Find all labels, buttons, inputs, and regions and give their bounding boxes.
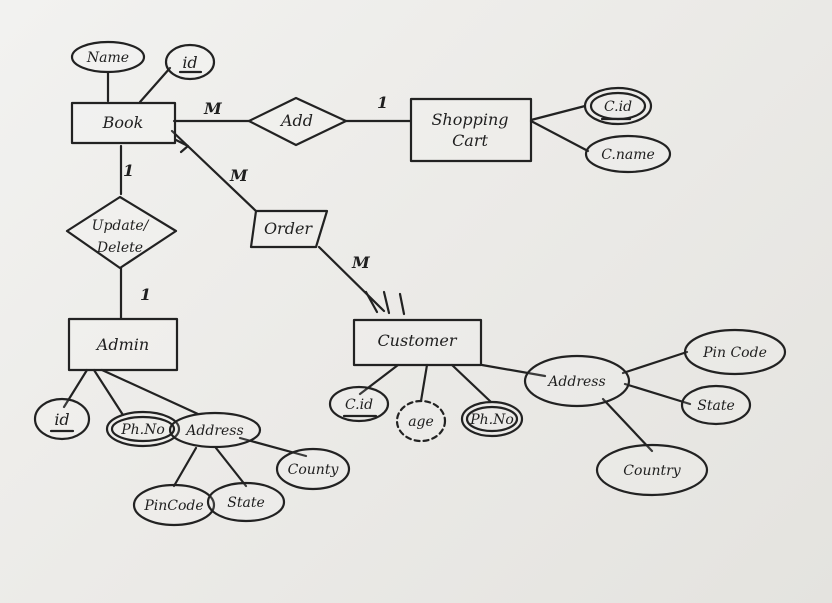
customer-entity[interactable] bbox=[352, 318, 483, 367]
customer-state-label: State bbox=[697, 398, 734, 414]
labels: Book Shopping Cart Admin Customer Add Or… bbox=[54, 50, 767, 514]
customer-pincode-label: Pin Code bbox=[702, 345, 767, 361]
customer-age-label: age bbox=[408, 414, 434, 430]
shopping-cart-label-line2: Cart bbox=[452, 131, 488, 150]
customer-address-attribute[interactable] bbox=[523, 354, 631, 408]
customer-phno-label: Ph.No bbox=[469, 412, 514, 428]
customer-cid-link bbox=[358, 363, 400, 396]
cart-cname-attribute[interactable] bbox=[584, 134, 672, 174]
crowfoot-c bbox=[398, 292, 406, 316]
crowfoot-b bbox=[382, 290, 391, 315]
entities bbox=[67, 97, 533, 372]
admin-state-attribute[interactable] bbox=[206, 481, 286, 523]
admin-county-label: County bbox=[288, 462, 340, 478]
book-order-cardinality: M bbox=[229, 166, 249, 185]
book-label: Book bbox=[102, 113, 144, 132]
customer-age-link bbox=[419, 363, 429, 403]
book-name-label: Name bbox=[86, 50, 129, 66]
cart-cid-link bbox=[529, 104, 587, 122]
admin-pincode-attribute[interactable] bbox=[132, 483, 216, 527]
book-name-attribute[interactable] bbox=[70, 40, 146, 74]
customer-state-link bbox=[623, 382, 692, 406]
admin-state-link bbox=[214, 446, 248, 488]
admin-phno-link bbox=[92, 368, 125, 417]
admin-id-attribute[interactable] bbox=[33, 397, 91, 441]
customer-country-label: Country bbox=[623, 463, 681, 479]
cart-cid-attribute[interactable] bbox=[583, 86, 653, 126]
admin-id-label: id bbox=[54, 410, 69, 429]
customer-country-attribute[interactable] bbox=[595, 443, 709, 497]
shopping-cart-label-line1: Shopping bbox=[431, 110, 508, 129]
book-add-cardinality: M bbox=[203, 99, 223, 118]
relationships bbox=[65, 96, 348, 270]
customer-pincode-link bbox=[621, 350, 689, 375]
admin-state-label: State bbox=[227, 495, 264, 511]
add-relationship[interactable] bbox=[247, 96, 348, 147]
customer-phno-link bbox=[450, 363, 493, 404]
cart-cid-label: C.id bbox=[604, 99, 632, 115]
admin-phno-attribute[interactable] bbox=[105, 410, 181, 448]
book-id-label: id bbox=[182, 53, 197, 72]
cart-cname-link bbox=[529, 119, 590, 153]
cardinality-labels: M 1 1 1 M M bbox=[123, 93, 388, 304]
book-entity[interactable] bbox=[70, 101, 177, 145]
customer-label: Customer bbox=[377, 331, 457, 350]
customer-pincode-attribute[interactable] bbox=[683, 328, 787, 376]
add-label: Add bbox=[279, 111, 313, 130]
customer-cid-label: C.id bbox=[345, 397, 373, 413]
admin-phno-label: Ph.No bbox=[120, 422, 165, 438]
order-customer-cardinality: M bbox=[351, 253, 371, 272]
update-admin-cardinality: 1 bbox=[140, 285, 151, 304]
shopping-cart-entity[interactable] bbox=[409, 97, 533, 163]
relationship-lines bbox=[62, 66, 692, 488]
admin-id-link bbox=[62, 368, 89, 409]
book-update-cardinality: 1 bbox=[123, 161, 134, 180]
update-delete-relationship[interactable] bbox=[65, 195, 178, 270]
add-cart-cardinality: 1 bbox=[377, 93, 388, 112]
book-id-link bbox=[138, 66, 172, 104]
key-markers bbox=[49, 70, 647, 443]
admin-pincode-link bbox=[172, 446, 198, 488]
admin-entity[interactable] bbox=[67, 317, 179, 372]
admin-pincode-label: PinCode bbox=[143, 498, 203, 514]
order-customer-link bbox=[317, 245, 386, 313]
order-label: Order bbox=[264, 219, 313, 238]
customer-cid-attribute[interactable] bbox=[328, 385, 390, 423]
crowfoot-a bbox=[364, 290, 379, 314]
book-id-attribute[interactable] bbox=[164, 43, 216, 81]
book-crowfoot bbox=[174, 138, 190, 154]
update-label-line1: Update/ bbox=[92, 218, 150, 234]
customer-phno-multi-ellipse bbox=[465, 405, 519, 433]
admin-county-attribute[interactable] bbox=[275, 447, 351, 491]
customer-address-link bbox=[480, 363, 547, 378]
update-label-line2: Delete bbox=[96, 240, 143, 256]
customer-address-label: Address bbox=[546, 374, 605, 390]
admin-address-label: Address bbox=[184, 423, 243, 439]
customer-country-link bbox=[601, 397, 654, 453]
customer-age-attribute[interactable] bbox=[395, 399, 447, 443]
admin-address-link bbox=[100, 368, 200, 416]
customer-state-attribute[interactable] bbox=[680, 384, 752, 426]
admin-phno-multi-ellipse bbox=[110, 415, 176, 443]
order-relationship[interactable] bbox=[249, 209, 329, 249]
cart-cname-label: C.name bbox=[601, 147, 655, 163]
admin-address-attribute[interactable] bbox=[168, 411, 262, 449]
admin-label: Admin bbox=[95, 335, 149, 354]
